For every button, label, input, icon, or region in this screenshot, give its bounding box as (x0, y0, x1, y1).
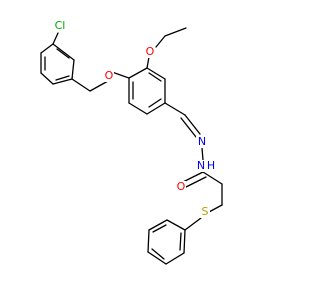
atom-label-ethoxy-o: O (145, 45, 155, 58)
atom-label-cl: Cl (53, 19, 67, 32)
nn-bond (201, 147, 204, 161)
structure-diagram: Cl O O N N H O S (40, 19, 223, 265)
phenylthio-bond (184, 217, 202, 231)
ethoxy-oxygen-bond (146, 56, 150, 69)
central-ring (128, 67, 166, 115)
atom-label-ether-o: O (104, 69, 114, 82)
ethoxy-ch3-bond (164, 27, 187, 37)
sulfur-bond (208, 204, 223, 213)
alpha-carbon-bond (202, 171, 223, 185)
ether-oxygen-bond (111, 71, 130, 79)
carbonyl-double-bond-2 (185, 176, 207, 188)
chlorophenyl-ring (40, 43, 75, 85)
svg-text:N: N (197, 159, 205, 172)
svg-text:O: O (146, 45, 155, 58)
molecule-drawing: Cl O O N N H O S (40, 19, 223, 265)
aldehyde-carbon-bond (164, 102, 186, 116)
benzyl-oxygen-bond (89, 80, 109, 92)
hydrogen-label: H (207, 159, 215, 172)
svg-text:O: O (105, 69, 114, 82)
atom-label-carbonyl-o: O (176, 180, 186, 193)
svg-text:S: S (202, 205, 209, 218)
svg-text:N: N (198, 135, 206, 148)
atom-label-sulfur: S (200, 205, 210, 218)
atom-label-hydrazide-nh: N H (194, 159, 216, 172)
chlorine-bond (52, 32, 59, 45)
benzyl-bond (71, 78, 91, 92)
atom-label-imine-n: N (196, 135, 208, 148)
svg-text:O: O (177, 180, 186, 193)
phenyl-ring (147, 219, 186, 265)
imine-double-bond-2 (180, 117, 197, 138)
imine-double-bond (184, 114, 201, 135)
svg-text:Cl: Cl (55, 19, 66, 32)
carbonyl-double-bond (182, 171, 204, 183)
ethoxy-ch2-bond (155, 35, 166, 48)
